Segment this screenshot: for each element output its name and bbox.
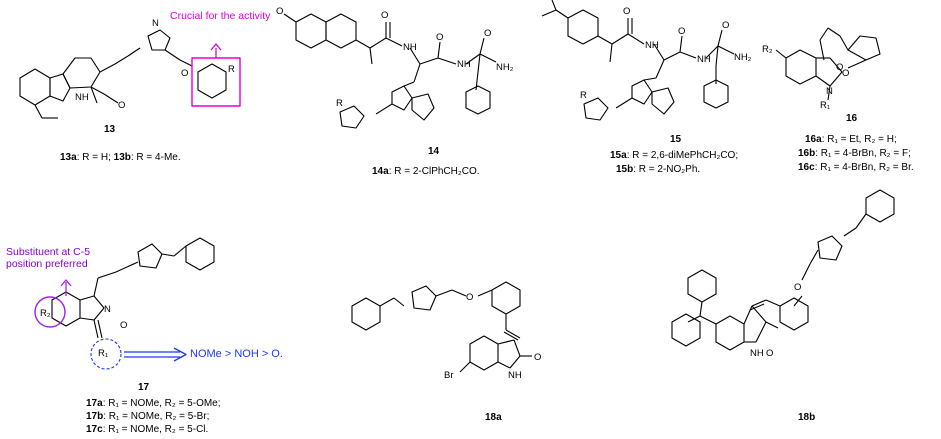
atom-R2: R₂ bbox=[762, 44, 773, 55]
variant-line: 17b: R₁ = NOMe, R₂ = 5-Br; bbox=[86, 411, 210, 422]
atom-R: R bbox=[336, 98, 343, 109]
atom-O: O bbox=[678, 26, 685, 37]
atom-O: O bbox=[722, 20, 729, 31]
atom-NH2: NH₂ bbox=[734, 52, 752, 63]
compound-18b-id: 18b bbox=[798, 412, 816, 423]
structure-15 bbox=[541, 0, 735, 121]
atom-O: O bbox=[120, 320, 127, 331]
atom-N: N bbox=[826, 86, 833, 97]
atom-O: O bbox=[436, 32, 443, 43]
atom-O: O bbox=[623, 6, 630, 17]
variant-line: 13a: R = H; 13b: R = 4-Me. bbox=[60, 152, 181, 163]
atom-O: O bbox=[381, 10, 388, 21]
crucial-annotation: Crucial for the activity bbox=[170, 10, 271, 22]
atom-R: R bbox=[580, 90, 587, 101]
variant-line: 17c: R₁ = NOMe, R₂ = 5-Cl. bbox=[86, 424, 209, 435]
atom-NH2: NH₂ bbox=[496, 62, 514, 73]
atom-O: O bbox=[842, 68, 849, 79]
atom-O: O bbox=[466, 292, 473, 303]
atom-NH: NH bbox=[645, 40, 659, 51]
structure-18b bbox=[671, 189, 895, 351]
atom-O: O bbox=[118, 100, 125, 111]
atom-O: O bbox=[484, 28, 491, 39]
atom-O: O bbox=[534, 352, 541, 363]
atom-O: O bbox=[276, 6, 283, 17]
atom-R: R bbox=[228, 64, 235, 75]
atom-NH: NH bbox=[75, 92, 89, 103]
compound-17-id: 17 bbox=[138, 382, 150, 393]
compound-15-id: 15 bbox=[670, 134, 682, 145]
atom-NH: NH bbox=[697, 54, 711, 65]
atom-NH: NH bbox=[508, 370, 522, 381]
compound-13-id: 13 bbox=[104, 124, 116, 135]
trend-annotation: NOMe > NOH > O. bbox=[190, 348, 283, 360]
atom-Br: Br bbox=[444, 370, 454, 381]
variant-line: 17a: R₁ = NOMe, R₂ = 5-OMe; bbox=[86, 398, 221, 409]
compound-14-id: 14 bbox=[428, 146, 440, 157]
variant-line: 16a: R₁ = Et, R₂ = H; bbox=[805, 134, 897, 145]
substituent-annotation: Substituent at C-5 position preferred bbox=[6, 246, 91, 270]
compound-18a-id: 18a bbox=[485, 412, 502, 423]
atom-O: O bbox=[766, 348, 773, 359]
variant-line: 16c: R₁ = 4-BrBn, R₂ = Br. bbox=[798, 162, 914, 173]
atom-NH: NH bbox=[403, 42, 417, 53]
atom-NH: NH bbox=[750, 348, 764, 359]
variant-line: 15a: R = 2,6-diMePhCH₂CO; bbox=[610, 150, 739, 161]
variant-line: 14a: R = 2-ClPhCH₂CO. bbox=[372, 166, 480, 177]
structure-18a bbox=[351, 281, 532, 373]
atom-O: O bbox=[794, 282, 801, 293]
structure-14 bbox=[283, 13, 497, 129]
atom-N: N bbox=[152, 18, 159, 29]
variant-line: 16b: R₁ = 4-BrBn, R₂ = F; bbox=[798, 148, 911, 159]
atom-O: O bbox=[181, 68, 188, 79]
compound-16-id: 16 bbox=[846, 113, 858, 124]
structure-13 bbox=[19, 29, 241, 119]
atom-R2: R₂ bbox=[40, 308, 51, 319]
atom-NH: NH bbox=[457, 59, 471, 70]
atom-R1: R₁ bbox=[98, 348, 108, 359]
variant-line: 15b: R = 2-NO₂Ph. bbox=[616, 164, 701, 175]
atom-O: O bbox=[836, 62, 843, 73]
atom-R1: R₁ bbox=[820, 100, 830, 111]
atom-N: N bbox=[104, 304, 111, 315]
structure-16 bbox=[775, 27, 881, 101]
